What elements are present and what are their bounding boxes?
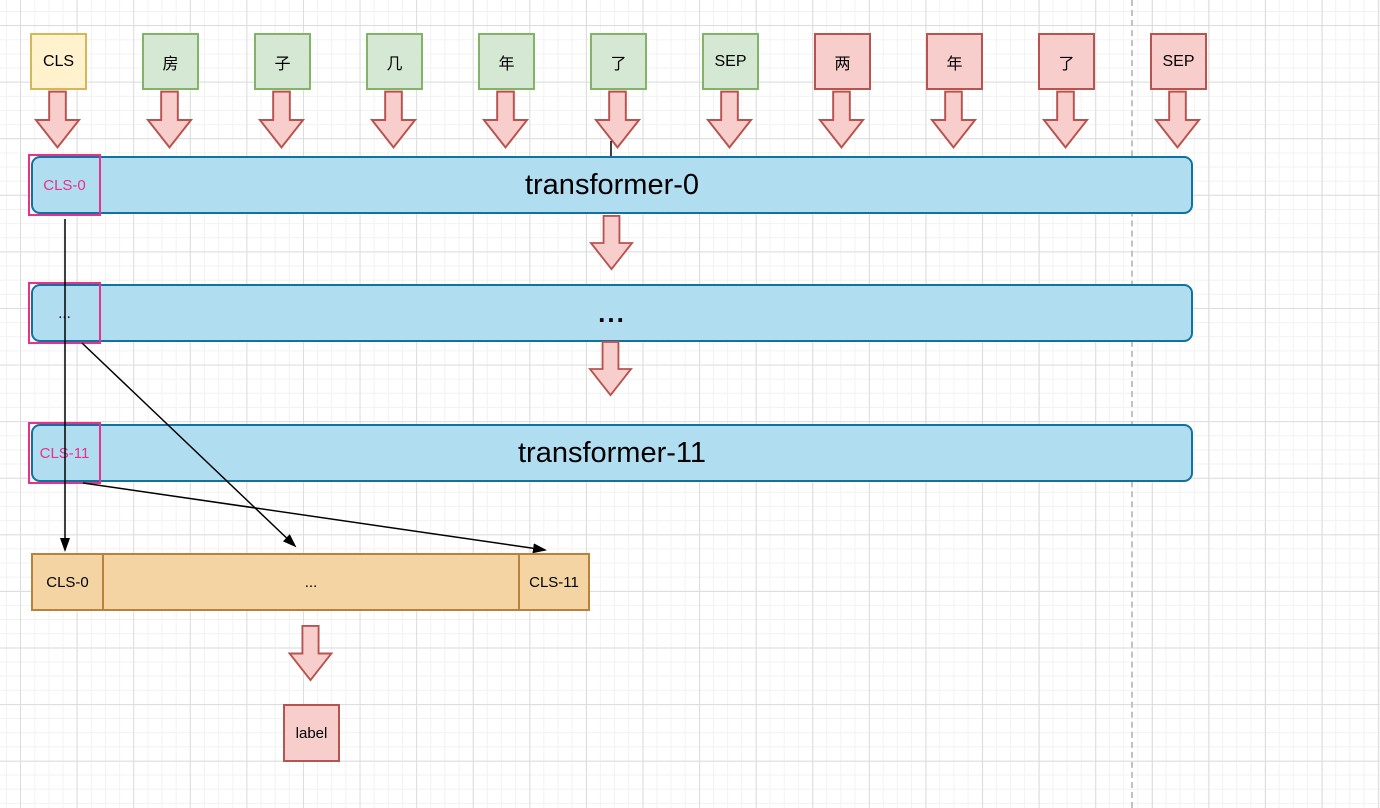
down-block-arrow-icon[interactable] — [1154, 90, 1201, 150]
label-box[interactable]: label — [283, 704, 340, 762]
token-box-nian-2[interactable]: 年 — [926, 33, 983, 90]
cls-ellipsis-overlay-label: ... — [58, 304, 71, 322]
transformer-11-title: transformer-11 — [517, 436, 707, 469]
down-block-arrow-icon[interactable] — [706, 90, 753, 150]
token-label: 年 — [946, 55, 963, 73]
cls-0-overlay-label: CLS-0 — [43, 176, 86, 194]
token-box-ji[interactable]: 几 — [366, 33, 423, 90]
token-box-liang[interactable]: 两 — [814, 33, 871, 90]
token-label: 两 — [834, 55, 851, 73]
cls-11-overlay-label: CLS-11 — [39, 444, 90, 462]
down-block-arrow-icon[interactable] — [930, 90, 977, 150]
token-label: 子 — [274, 55, 291, 73]
token-label: 年 — [498, 55, 515, 73]
down-block-arrow-icon[interactable] — [146, 90, 193, 150]
down-block-arrow-icon[interactable] — [370, 90, 417, 150]
connector-cls11-to-concat[interactable] — [82, 482, 547, 554]
concat-seg-ellipsis[interactable]: ... — [102, 555, 520, 609]
token-box-cls[interactable]: CLS — [30, 33, 87, 90]
transformer-ellipsis-bar[interactable]: ... — [31, 284, 1193, 342]
concat-seg-label: ... — [304, 573, 318, 591]
down-block-arrow-icon[interactable] — [1042, 90, 1089, 150]
cls-ellipsis-overlay-box[interactable]: ... — [28, 282, 101, 344]
down-block-arrow-icon[interactable] — [588, 215, 635, 271]
dashed-guide-line — [1131, 0, 1133, 808]
concat-seg-label: CLS-0 — [46, 573, 89, 591]
concat-seg-cls-0[interactable]: CLS-0 — [33, 555, 102, 609]
transformer-ellipsis-title: ... — [598, 297, 626, 328]
concat-seg-cls-11[interactable]: CLS-11 — [520, 555, 588, 609]
down-block-arrow-icon[interactable] — [594, 90, 641, 150]
token-label: 房 — [162, 55, 179, 73]
concat-seg-label: CLS-11 — [529, 573, 579, 591]
token-box-sep-2[interactable]: SEP — [1150, 33, 1207, 90]
token-label: CLS — [42, 52, 75, 70]
down-block-arrow-icon[interactable] — [482, 90, 529, 150]
label-box-text: label — [295, 724, 328, 742]
token-label: SEP — [1162, 52, 1195, 70]
token-box-zi[interactable]: 子 — [254, 33, 311, 90]
down-block-arrow-icon[interactable] — [258, 90, 305, 150]
token-box-le-1[interactable]: 了 — [590, 33, 647, 90]
transformer-0-title: transformer-0 — [524, 168, 700, 201]
down-block-arrow-icon[interactable] — [818, 90, 865, 150]
token-box-fang[interactable]: 房 — [142, 33, 199, 90]
transformer-0-bar[interactable]: transformer-0 — [31, 156, 1193, 214]
token-box-le-2[interactable]: 了 — [1038, 33, 1095, 90]
down-block-arrow-icon[interactable] — [287, 625, 334, 682]
token-box-sep-1[interactable]: SEP — [702, 33, 759, 90]
token-box-nian-1[interactable]: 年 — [478, 33, 535, 90]
token-label: 了 — [1058, 55, 1075, 73]
down-block-arrow-icon[interactable] — [587, 341, 634, 397]
transformer-11-bar[interactable]: transformer-11 — [31, 424, 1193, 482]
concat-cls-box[interactable]: CLS-0 ... CLS-11 — [31, 553, 590, 611]
cls-0-overlay-box[interactable]: CLS-0 — [28, 154, 101, 216]
token-label: 几 — [386, 55, 403, 73]
token-label: 了 — [610, 55, 627, 73]
cls-11-overlay-box[interactable]: CLS-11 — [28, 422, 101, 484]
down-block-arrow-icon[interactable] — [34, 90, 81, 150]
token-label: SEP — [714, 52, 747, 70]
